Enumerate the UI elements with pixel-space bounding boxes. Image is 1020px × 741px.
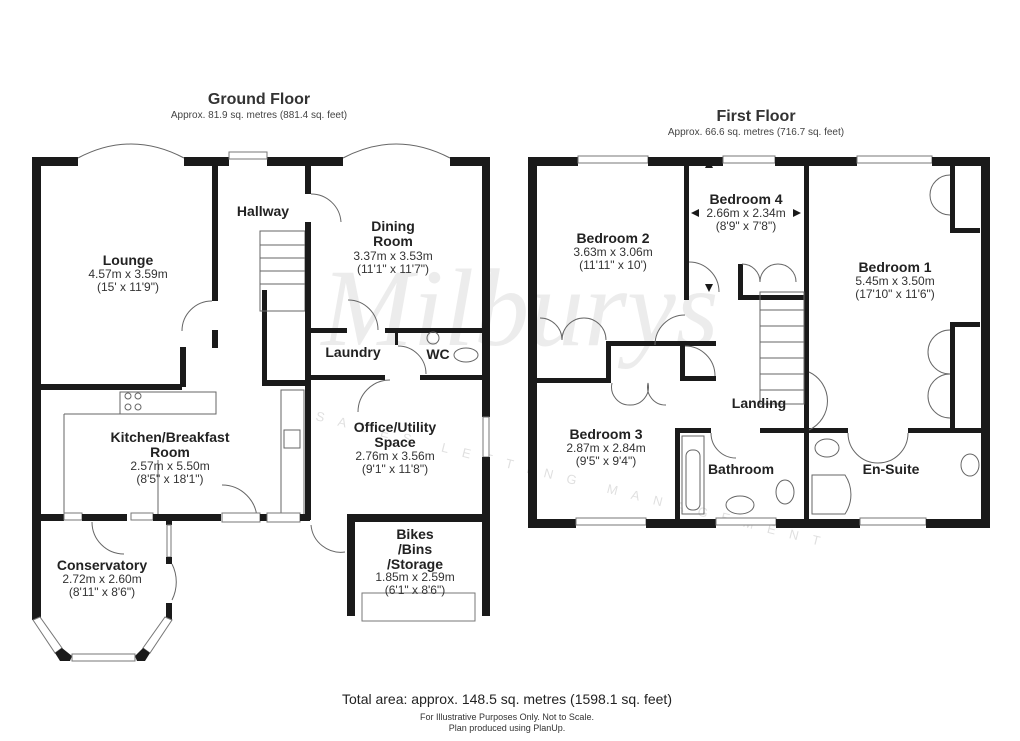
svg-text:Bedroom 4: Bedroom 4 — [709, 191, 782, 207]
svg-text:2.57m x 5.50m: 2.57m x 5.50m — [130, 459, 209, 473]
svg-text:(9'5" x 9'4"): (9'5" x 9'4") — [576, 454, 636, 468]
svg-text:2.87m x 2.84m: 2.87m x 2.84m — [566, 441, 645, 455]
room-dining: Dining Room 3.37m x 3.53m (11'1" x 11'7"… — [353, 218, 432, 276]
svg-text:Space: Space — [374, 434, 415, 450]
svg-text:3.37m x 3.53m: 3.37m x 3.53m — [353, 249, 432, 263]
room-laundry: Laundry — [325, 344, 380, 360]
ground-floor-area: Approx. 81.9 sq. metres (881.4 sq. feet) — [171, 110, 347, 121]
ground-floor-title: Ground Floor — [208, 91, 310, 108]
svg-text:2.72m x 2.60m: 2.72m x 2.60m — [62, 572, 141, 586]
room-en-suite: En-Suite — [863, 461, 920, 477]
room-office: Office/Utility Space 2.76m x 3.56m (9'1"… — [354, 419, 437, 476]
room-bedroom-2: Bedroom 2 3.63m x 3.06m (11'11" x 10') — [573, 230, 652, 272]
room-conservatory: Conservatory 2.72m x 2.60m (8'11" x 8'6"… — [57, 557, 147, 599]
watermark-logo: Milburys — [319, 247, 718, 369]
svg-text:Bikes: Bikes — [396, 526, 434, 542]
svg-text:(8'11" x 8'6"): (8'11" x 8'6") — [69, 585, 135, 599]
svg-text:(9'1" x 11'8"): (9'1" x 11'8") — [362, 462, 428, 476]
first-floor-title: First Floor — [716, 108, 795, 125]
svg-text:(11'11" x 10'): (11'11" x 10') — [579, 258, 647, 272]
svg-text:/Bins: /Bins — [398, 541, 432, 557]
svg-text:3.63m x 3.06m: 3.63m x 3.06m — [573, 245, 652, 259]
first-floor-plan: Bedroom 2 3.63m x 3.06m (11'11" x 10') B… — [528, 155, 990, 528]
svg-text:Room: Room — [150, 444, 190, 460]
first-floor-area: Approx. 66.6 sq. metres (716.7 sq. feet) — [668, 127, 844, 138]
room-hallway: Hallway — [237, 203, 289, 219]
svg-text:(15' x 11'9"): (15' x 11'9") — [97, 280, 159, 294]
svg-text:Room: Room — [373, 233, 413, 249]
svg-text:Dining: Dining — [371, 218, 415, 234]
total-area: Total area: approx. 148.5 sq. metres (15… — [342, 691, 672, 707]
svg-text:Bedroom 2: Bedroom 2 — [576, 230, 649, 246]
room-lounge: Lounge 4.57m x 3.59m (15' x 11'9") — [88, 252, 167, 294]
disclaimer: For Illustrative Purposes Only. Not to S… — [420, 712, 594, 722]
room-bikes-storage: Bikes /Bins /Storage 1.85m x 2.59m (6'1"… — [375, 526, 454, 597]
svg-text:(8'9" x 7'8"): (8'9" x 7'8") — [716, 219, 776, 233]
svg-text:5.45m x 3.50m: 5.45m x 3.50m — [855, 274, 934, 288]
room-bedroom-4: Bedroom 4 2.66m x 2.34m (8'9" x 7'8") — [706, 191, 785, 233]
svg-text:(11'1" x 11'7"): (11'1" x 11'7") — [357, 262, 429, 276]
svg-text:2.76m x 3.56m: 2.76m x 3.56m — [355, 449, 434, 463]
room-bedroom-3: Bedroom 3 2.87m x 2.84m (9'5" x 9'4") — [566, 426, 645, 468]
room-bathroom: Bathroom — [708, 461, 774, 477]
svg-text:/Storage: /Storage — [387, 556, 443, 572]
svg-text:Office/Utility: Office/Utility — [354, 419, 437, 435]
svg-text:(17'10" x 11'6"): (17'10" x 11'6") — [855, 287, 935, 301]
staircase — [259, 230, 306, 312]
svg-text:4.57m x 3.59m: 4.57m x 3.59m — [88, 267, 167, 281]
ground-floor-plan: Lounge 4.57m x 3.59m (15' x 11'9") Hallw… — [32, 143, 490, 662]
svg-text:Conservatory: Conservatory — [57, 557, 147, 573]
plan-credit: Plan produced using PlanUp. — [449, 723, 566, 733]
svg-text:2.66m x 2.34m: 2.66m x 2.34m — [706, 206, 785, 220]
svg-text:Bedroom 1: Bedroom 1 — [858, 259, 931, 275]
room-kitchen: Kitchen/Breakfast Room 2.57m x 5.50m (8'… — [110, 429, 229, 486]
room-wc: WC — [426, 346, 449, 362]
svg-text:Kitchen/Breakfast: Kitchen/Breakfast — [110, 429, 229, 445]
svg-text:(6'1" x 8'6"): (6'1" x 8'6") — [385, 583, 445, 597]
room-bedroom-1: Bedroom 1 5.45m x 3.50m (17'10" x 11'6") — [855, 259, 935, 301]
staircase — [759, 291, 805, 405]
svg-text:Bedroom 3: Bedroom 3 — [569, 426, 642, 442]
svg-text:1.85m x 2.59m: 1.85m x 2.59m — [375, 570, 454, 584]
svg-text:(8'5" x 18'1"): (8'5" x 18'1") — [136, 472, 203, 486]
svg-text:Lounge: Lounge — [103, 252, 154, 268]
room-landing: Landing — [732, 395, 786, 411]
